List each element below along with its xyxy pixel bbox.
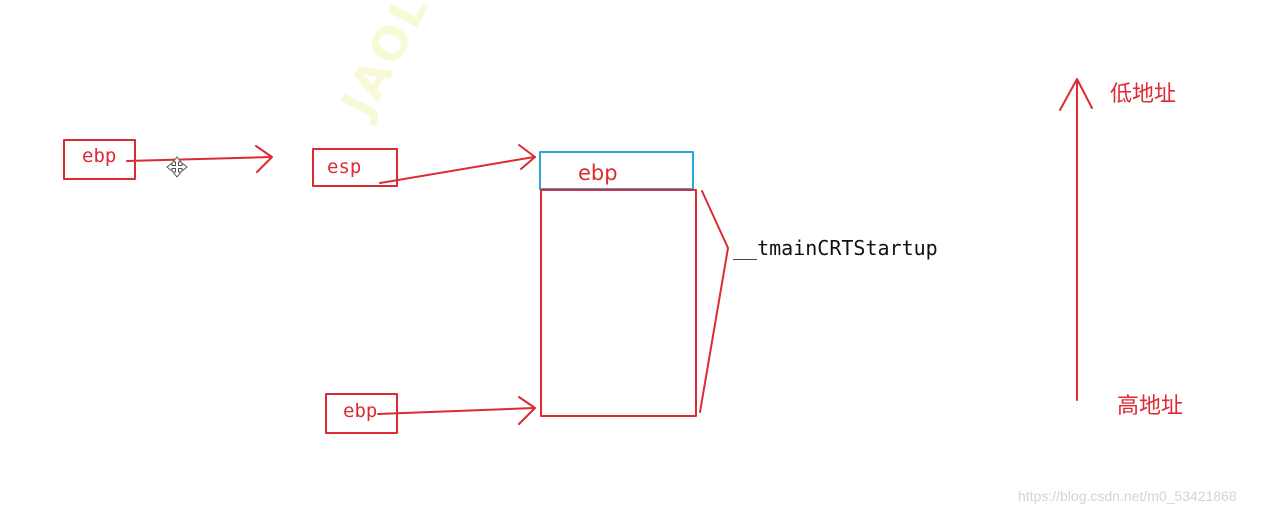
frame-brace	[699, 190, 729, 413]
stack-frame-body	[540, 189, 697, 417]
low-address-label: 低地址	[1110, 82, 1177, 107]
stack-top-ebp-label: ebp	[578, 161, 618, 185]
arrow-esp-to-top	[379, 144, 536, 184]
left-ebp-label: ebp	[82, 145, 117, 167]
arrow-ebp-to-esp	[126, 145, 273, 173]
function-name-label: __tmainCRTStartup	[733, 236, 938, 260]
esp-box	[312, 148, 398, 187]
arrow-ebp-to-bottom	[377, 396, 536, 425]
esp-label: esp	[327, 156, 362, 178]
source-url: https://blog.csdn.net/m0_53421868	[1018, 488, 1237, 504]
bottom-ebp-label: ebp	[343, 400, 378, 422]
address-arrow	[1059, 78, 1093, 401]
high-address-label: 高地址	[1117, 394, 1184, 419]
move-cursor-icon	[166, 156, 188, 178]
left-ebp-box	[63, 139, 136, 180]
